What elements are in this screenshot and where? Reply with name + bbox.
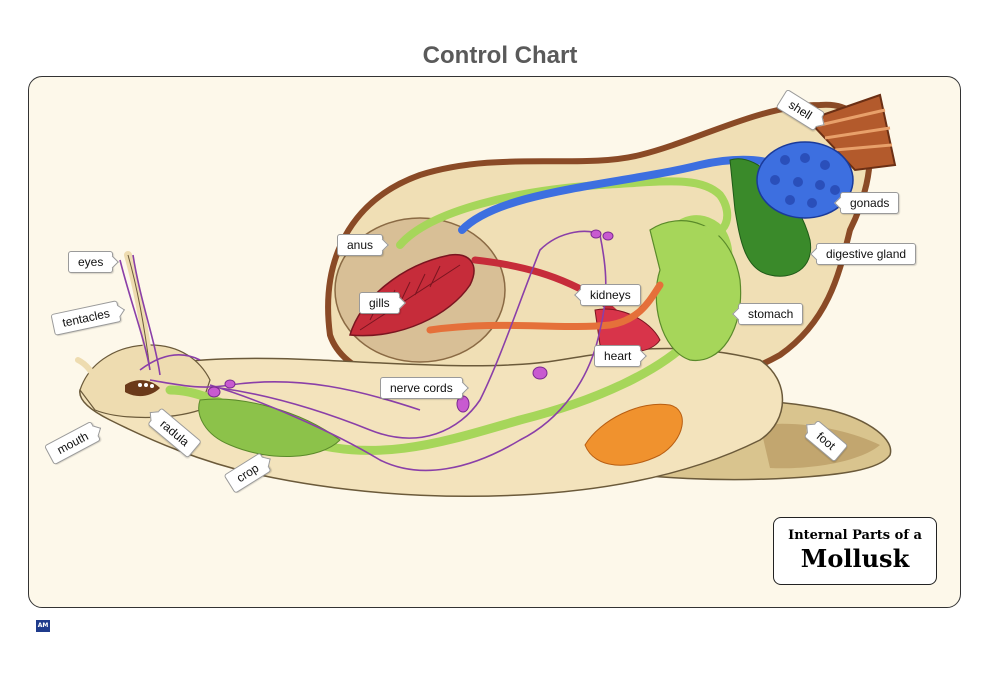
label-stomach: stomach [738, 303, 804, 325]
crop-shape [198, 398, 341, 457]
publisher-logo: AM [36, 620, 50, 632]
label-nerve-cords: nerve cords [380, 377, 463, 399]
page-title: Control Chart [422, 42, 578, 69]
label-anus: anus [337, 234, 384, 256]
label-eyes: eyes [68, 251, 114, 273]
tentacle-lower [75, 357, 103, 393]
radula-shape [125, 380, 160, 397]
nerve-ganglia [207, 229, 614, 413]
label-digestive-gland: digestive gland [816, 243, 917, 265]
nerve-cords [119, 230, 607, 472]
subject-title-box: Internal Parts of a Mollusk [773, 517, 937, 585]
label-gills: gills [359, 292, 400, 314]
subject-title-line1: Internal Parts of a [788, 528, 922, 543]
gills-shape [349, 253, 475, 337]
label-kidneys: kidneys [580, 284, 641, 306]
label-gonads: gonads [840, 192, 900, 214]
stomach-shape [649, 220, 742, 362]
foot-organ [584, 403, 683, 466]
label-heart: heart [594, 345, 642, 367]
kidney-tube [426, 281, 664, 334]
subject-title-line2: Mollusk [800, 544, 910, 573]
intestine [396, 177, 732, 249]
